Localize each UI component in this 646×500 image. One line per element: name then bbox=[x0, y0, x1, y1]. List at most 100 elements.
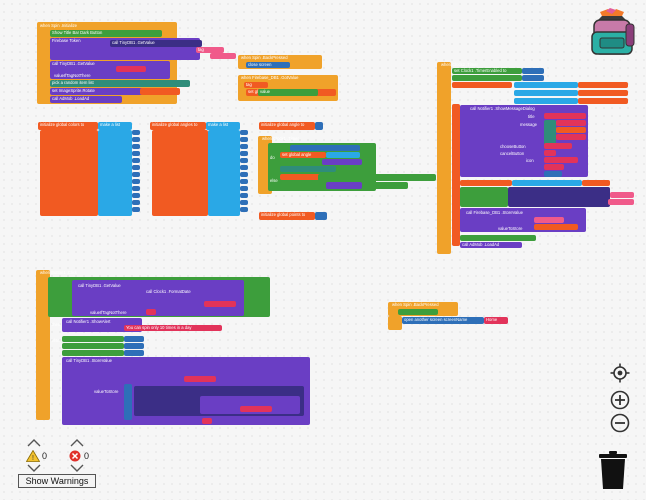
clock2-index-row[interactable] bbox=[514, 90, 578, 96]
clock2-store-tag[interactable] bbox=[534, 217, 564, 223]
list1-make-list[interactable]: make a list bbox=[98, 122, 132, 130]
list1-item[interactable] bbox=[132, 179, 140, 184]
clock2-dialog-join[interactable] bbox=[544, 120, 556, 146]
clock2-dialog-icon[interactable] bbox=[544, 157, 578, 163]
list2-item[interactable] bbox=[240, 186, 248, 191]
list1-item[interactable] bbox=[132, 144, 140, 149]
clock2-firebase-not-there[interactable] bbox=[608, 199, 634, 205]
list2-item[interactable] bbox=[240, 137, 248, 142]
clock2-list-row[interactable] bbox=[514, 98, 578, 104]
init-row-tag2[interactable] bbox=[116, 66, 146, 72]
clock2-set-points-value[interactable] bbox=[512, 180, 582, 186]
clock2-dialog-row[interactable] bbox=[544, 164, 564, 170]
button-alert-block[interactable] bbox=[62, 318, 142, 332]
clock2-list-value[interactable] bbox=[578, 98, 628, 104]
list2-item[interactable] bbox=[240, 207, 248, 212]
warning-next-icon[interactable] bbox=[27, 464, 41, 472]
clock-else-value2[interactable] bbox=[326, 182, 362, 189]
list2-item[interactable] bbox=[240, 144, 248, 149]
clock-set-row2[interactable] bbox=[280, 159, 322, 165]
clock2-timer-block[interactable] bbox=[437, 62, 451, 254]
button-else-row3-value[interactable] bbox=[124, 350, 144, 356]
clock2-row1-value[interactable] bbox=[522, 68, 544, 74]
clock2-row1[interactable]: set Clock1 .TimerEnabled to bbox=[452, 68, 522, 74]
button-store-pattern[interactable] bbox=[184, 376, 216, 382]
init-row-rotate[interactable]: set ImageSprite.Rotate bbox=[50, 88, 178, 95]
back2-open-screen[interactable]: open another screen screenName bbox=[402, 317, 484, 324]
button-else-row1-value[interactable] bbox=[124, 336, 144, 342]
clock-set-row1[interactable]: set global angle bbox=[280, 152, 326, 158]
init-row-get2[interactable]: call TinyDB1 .GetValue bbox=[50, 61, 170, 79]
list1-item[interactable] bbox=[132, 165, 140, 170]
clock2-admob-row[interactable]: call AdMob .LoadAd bbox=[460, 242, 522, 248]
init-row-admob[interactable]: call AdMob .LoadAd bbox=[50, 96, 122, 103]
clock2-do-container[interactable] bbox=[452, 104, 460, 246]
list1-item[interactable] bbox=[132, 158, 140, 163]
button-alert-message[interactable]: You can spin only 10 times in a day bbox=[124, 325, 222, 331]
button-click-block[interactable] bbox=[36, 270, 50, 420]
list2-item[interactable] bbox=[240, 165, 248, 170]
clock2-dialog-row2[interactable] bbox=[544, 171, 562, 177]
clock2-dialog-join-1[interactable] bbox=[556, 120, 586, 126]
back2-condition[interactable] bbox=[398, 309, 438, 315]
back2-home[interactable]: Home bbox=[484, 317, 508, 324]
init-row-get[interactable]: call TinyDB1 .GetValue bbox=[110, 40, 202, 47]
list2-item[interactable] bbox=[240, 179, 248, 184]
list2-item[interactable] bbox=[240, 193, 248, 198]
list2-item[interactable] bbox=[240, 130, 248, 135]
clock2-select-value[interactable] bbox=[578, 82, 628, 88]
list2-item[interactable] bbox=[240, 151, 248, 156]
clock2-firebase-row[interactable] bbox=[460, 187, 508, 207]
init-row-not-there[interactable] bbox=[210, 53, 236, 59]
clock2-firebase-tag[interactable] bbox=[610, 192, 634, 198]
clock2-set-points-row[interactable] bbox=[460, 180, 512, 186]
init-row-rotate-value[interactable] bbox=[140, 88, 180, 95]
button-store-join[interactable] bbox=[124, 384, 132, 420]
list2-item[interactable] bbox=[240, 158, 248, 163]
button-store-instant[interactable] bbox=[184, 369, 224, 375]
list2-body[interactable] bbox=[152, 130, 208, 216]
clock2-row2-value[interactable] bbox=[522, 75, 544, 81]
points-init-value[interactable] bbox=[315, 212, 327, 220]
warning-prev-icon[interactable] bbox=[27, 439, 41, 447]
clock-set-row3[interactable] bbox=[280, 166, 336, 172]
error-next-icon[interactable] bbox=[70, 464, 84, 472]
list1-item[interactable] bbox=[132, 186, 140, 191]
button-format-pattern[interactable] bbox=[204, 301, 236, 307]
clock2-select-row[interactable] bbox=[514, 82, 578, 88]
clock2-row2[interactable] bbox=[452, 75, 522, 81]
list2-make-list[interactable]: make a list bbox=[206, 122, 240, 130]
clock2-store-value[interactable] bbox=[534, 224, 578, 230]
list1-item[interactable] bbox=[132, 207, 140, 212]
clock2-index-value[interactable] bbox=[578, 90, 628, 96]
list1-item[interactable] bbox=[132, 151, 140, 156]
list1-body[interactable] bbox=[40, 130, 98, 216]
trash-icon[interactable] bbox=[598, 450, 628, 490]
back-close-row[interactable]: close screen bbox=[246, 62, 290, 68]
zoom-in-icon[interactable] bbox=[610, 390, 630, 410]
back2-do-block[interactable] bbox=[388, 316, 402, 330]
show-warnings-button[interactable]: Show Warnings bbox=[18, 474, 96, 488]
list1-items[interactable] bbox=[98, 130, 132, 216]
clock2-dialog-choose[interactable] bbox=[544, 143, 572, 149]
clock2-set-points-end[interactable] bbox=[582, 180, 610, 186]
init-row-title[interactable]: Show Title Bar Dark Button bbox=[50, 30, 162, 37]
clock2-init-row[interactable] bbox=[452, 82, 512, 88]
button-not-there[interactable] bbox=[146, 309, 156, 315]
list2-item[interactable] bbox=[240, 200, 248, 205]
clock2-dialog-join-3[interactable] bbox=[556, 134, 586, 140]
clock-if-condition[interactable] bbox=[290, 145, 360, 151]
backpack-icon[interactable] bbox=[586, 6, 638, 62]
list2-item[interactable] bbox=[240, 172, 248, 177]
fb-value-row[interactable]: value bbox=[258, 89, 318, 96]
recenter-icon[interactable] bbox=[610, 363, 630, 383]
list1-init-header[interactable]: initialize global colors to bbox=[38, 122, 98, 130]
list1-item[interactable] bbox=[132, 172, 140, 177]
button-else-row2-value[interactable] bbox=[124, 343, 144, 349]
init-row-random[interactable]: pick a random item list bbox=[50, 80, 190, 87]
button-format-instant[interactable] bbox=[204, 294, 244, 300]
list1-item[interactable] bbox=[132, 200, 140, 205]
angle-init-value[interactable] bbox=[315, 122, 323, 130]
list2-items[interactable] bbox=[208, 130, 240, 216]
points-init-header[interactable]: initialize global points to bbox=[259, 212, 315, 220]
